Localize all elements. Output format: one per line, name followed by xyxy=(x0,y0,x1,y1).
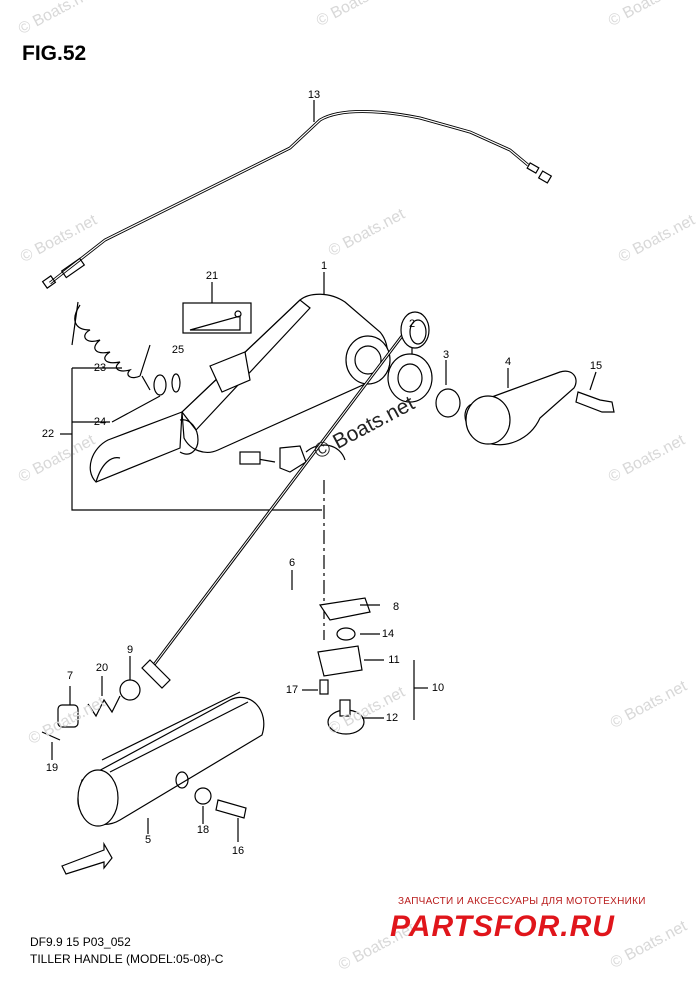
block-11 xyxy=(317,645,363,677)
brand-tagline: ЗАПЧАСТИ И АКСЕССУАРЫ ДЛЯ МОТОТЕХНИКИ xyxy=(398,896,646,907)
callout-3: 3 xyxy=(442,349,450,361)
plate-8 xyxy=(318,597,371,621)
callout-14: 13 xyxy=(307,89,321,101)
bolt-15 xyxy=(575,391,615,413)
washer-13 xyxy=(336,627,356,641)
diagram-caption: TILLER HANDLE (MODEL:05-08)-C xyxy=(30,952,224,966)
callout-9: 9 xyxy=(126,644,134,656)
callout-2: 2 xyxy=(408,318,416,330)
callout-17: 17 xyxy=(285,684,299,696)
callout-22: 22 xyxy=(41,428,55,440)
caution-label xyxy=(182,302,252,334)
callout-20: 20 xyxy=(95,662,109,674)
callout-8: 8 xyxy=(392,601,400,613)
callout-21: 21 xyxy=(205,270,219,282)
stopper-7 xyxy=(57,704,79,728)
lanyard-coil xyxy=(74,304,141,379)
callout-15: 15 xyxy=(589,360,603,372)
friction-ring xyxy=(387,353,433,403)
callout-19: 19 xyxy=(45,762,59,774)
callout-4: 4 xyxy=(504,356,512,368)
callout-24: 24 xyxy=(93,416,107,428)
model-code: DF9.9 15 P03_052 xyxy=(30,935,131,949)
callout-12: 12 xyxy=(385,712,399,724)
callout-11: 11 xyxy=(388,654,400,666)
callout-10: 10 xyxy=(431,682,445,694)
stop-switch xyxy=(279,445,307,473)
screw-16 xyxy=(215,799,247,819)
callout-18: 18 xyxy=(196,824,210,836)
collar-9 xyxy=(119,679,141,701)
fwd-arrow xyxy=(61,841,113,875)
callout-16: 16 xyxy=(231,845,245,857)
throttle-cable xyxy=(49,110,529,285)
spring-20 xyxy=(87,695,121,718)
callout-25: 25 xyxy=(171,344,185,356)
callout-1: 1 xyxy=(320,260,328,272)
sleeve xyxy=(435,388,461,418)
callout-5: 5 xyxy=(144,834,152,846)
washer-18 xyxy=(194,787,212,805)
screw-17 xyxy=(319,679,329,695)
figure-title: FIG.52 xyxy=(22,42,87,65)
brand-name: PARTSFOR.RU xyxy=(390,910,615,943)
callout-23: 23 xyxy=(93,362,107,374)
callout-7: 7 xyxy=(66,670,74,682)
callout-6: 6 xyxy=(288,557,296,569)
callout-13: 14 xyxy=(381,628,395,640)
